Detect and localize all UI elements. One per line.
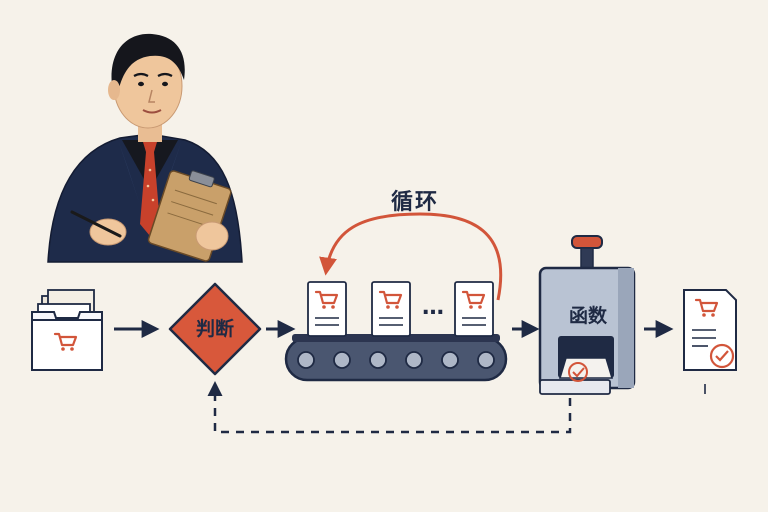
loop-arrow-icon: [319, 212, 503, 301]
conveyor-belt: [284, 334, 508, 382]
decision-label: 判断: [195, 318, 234, 340]
conveyor-card-2: [371, 281, 411, 337]
conveyor-card-3: [454, 281, 494, 337]
output-receipt: [683, 289, 737, 394]
check-icon: [568, 362, 588, 382]
feedback-arrow: [207, 381, 572, 434]
loop-label: 循环: [390, 190, 439, 215]
businessman-illustration: [47, 33, 243, 263]
conveyor-card-1: [307, 281, 347, 337]
function-label: 函数: [568, 305, 607, 327]
function-press-machine: [538, 235, 636, 395]
check-icon: [709, 343, 735, 369]
input-card-box: [31, 289, 103, 371]
ellipsis-text: …: [422, 295, 444, 320]
decision-diamond: [168, 282, 262, 376]
